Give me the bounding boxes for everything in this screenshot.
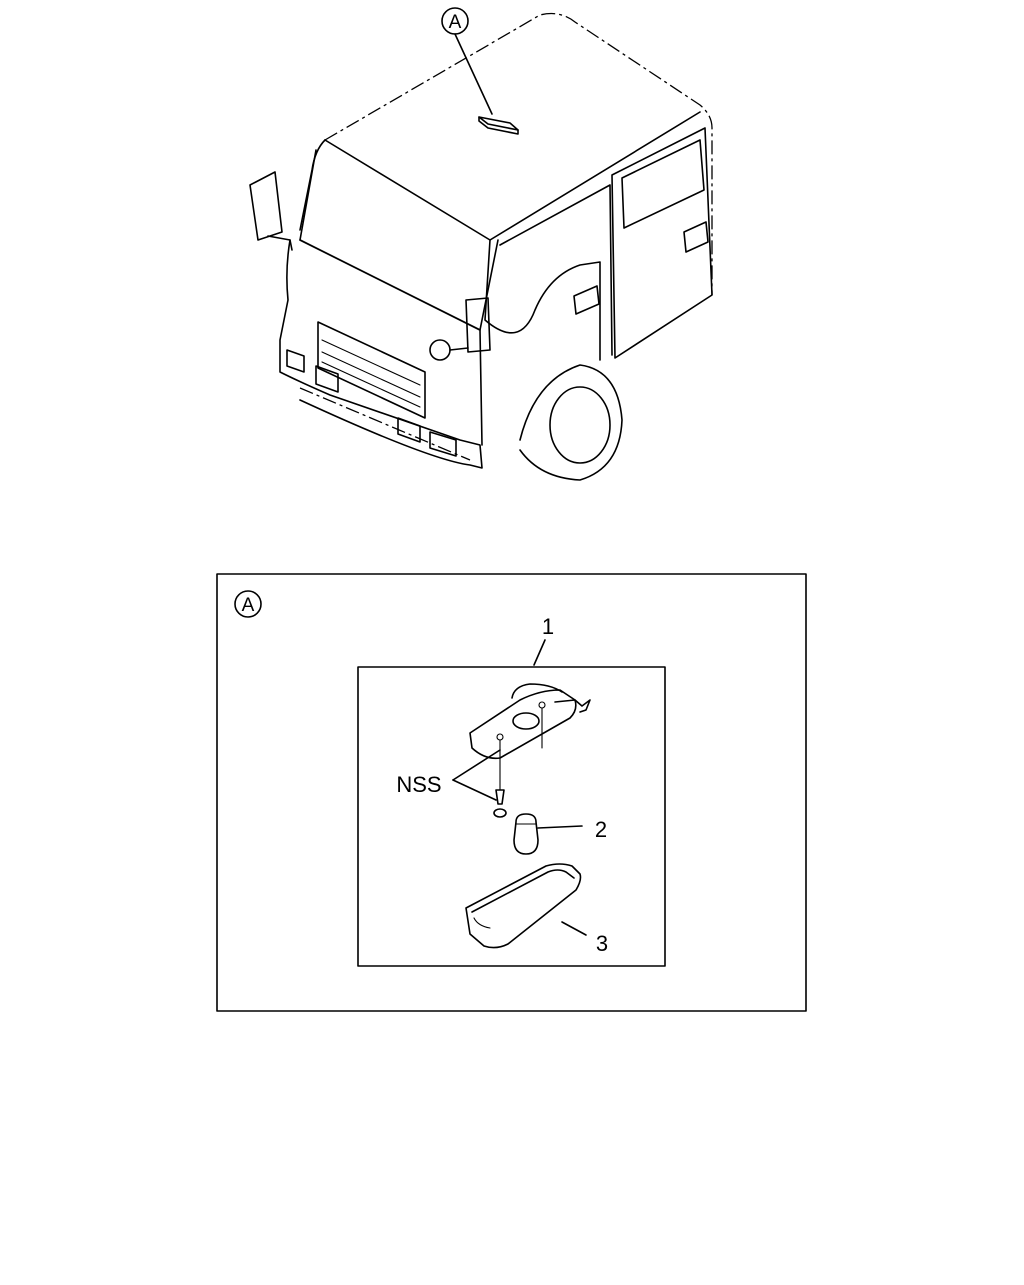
detail-callout: A bbox=[234, 590, 262, 618]
truck-overview-illustration bbox=[249, 12, 713, 481]
overview-callout-label: A bbox=[449, 12, 462, 33]
overview-callout: A bbox=[441, 7, 469, 35]
part-3-label: 3 bbox=[596, 931, 608, 956]
leader-lines bbox=[452, 639, 587, 936]
part-1-label: 1 bbox=[542, 614, 554, 639]
nss-label: NSS bbox=[396, 772, 441, 797]
lens-cover-illustration bbox=[465, 863, 582, 949]
part-2-label: 2 bbox=[595, 817, 607, 842]
detail-view-frame bbox=[216, 573, 807, 1012]
bulb-illustration bbox=[513, 813, 539, 855]
lamp-housing-illustration bbox=[469, 683, 591, 818]
detail-callout-label: A bbox=[242, 595, 255, 616]
